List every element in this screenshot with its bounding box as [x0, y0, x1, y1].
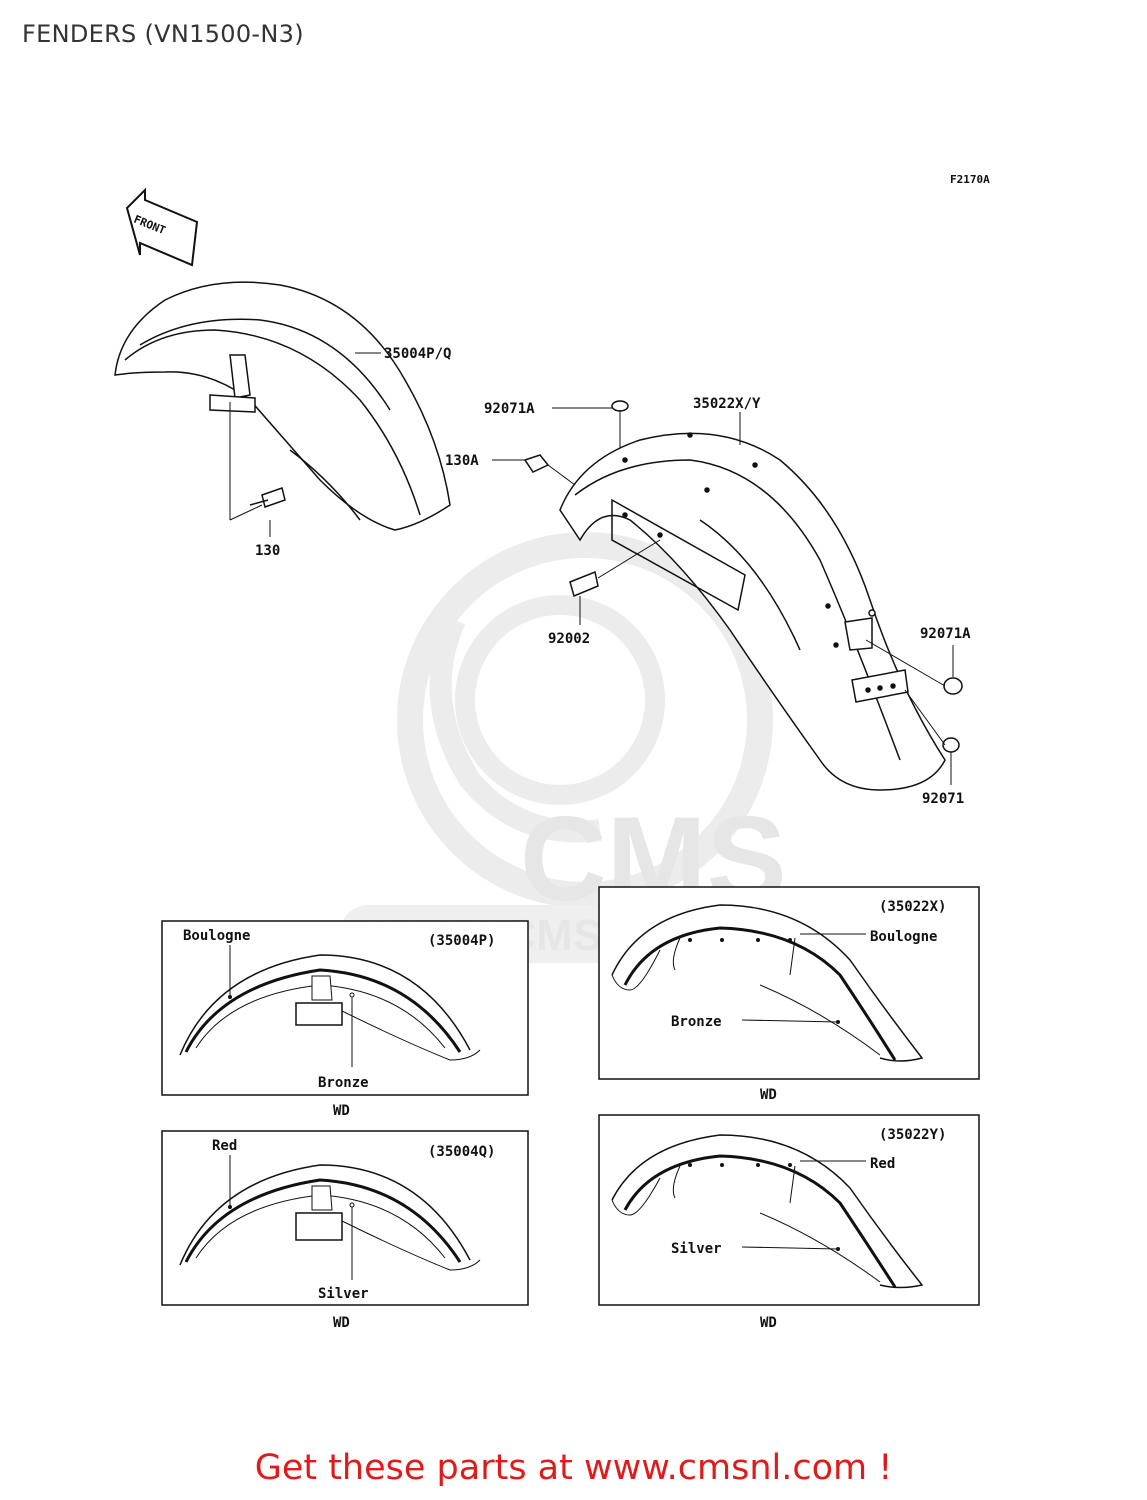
body-color-label: Bronze	[318, 1075, 369, 1091]
color-panel-rear-y: (35022Y) Red Silver WD	[598, 1114, 980, 1331]
panel-code: (35004P)	[428, 933, 495, 949]
rear-fender-drawing	[523, 400, 963, 791]
callout-rear-cap-right: 92071A	[920, 626, 971, 642]
body-color-label: Silver	[671, 1241, 722, 1257]
panel-code: (35022X)	[879, 899, 946, 915]
stripe-color-label: Boulogne	[870, 929, 937, 945]
callout-front-fender: 35004P/Q	[384, 346, 451, 362]
callout-rear-bolt: 130A	[445, 453, 479, 469]
stripe-color-label: Boulogne	[183, 928, 250, 944]
callout-rear-screw: 92002	[548, 631, 590, 647]
page-title: FENDERS (VN1500-N3)	[22, 20, 304, 48]
callout-front-bolt: 130	[255, 543, 280, 559]
callout-rear-cap-bottom: 92071	[922, 791, 964, 807]
stripe-color-label: Red	[870, 1156, 895, 1172]
color-panel-front-q: (35004Q) Red Silver WD	[161, 1130, 529, 1331]
body-color-label: Silver	[318, 1286, 369, 1302]
front-fender-drawing	[114, 281, 451, 531]
callout-rear-fender: 35022X/Y	[693, 396, 761, 412]
panel-caption: WD	[333, 1103, 350, 1119]
figure-code: F2170A	[950, 173, 990, 186]
footer-cta-link[interactable]: Get these parts at www.cmsnl.com !	[254, 1448, 893, 1488]
front-arrow-icon: FRONT	[125, 187, 199, 267]
panel-caption: WD	[760, 1315, 777, 1331]
body-color-label: Bronze	[671, 1014, 722, 1030]
panel-caption: WD	[760, 1087, 777, 1103]
panel-code: (35022Y)	[879, 1127, 946, 1143]
color-panel-front-p: (35004P) Boulogne Bronze WD	[161, 920, 529, 1119]
panel-caption: WD	[333, 1315, 350, 1331]
callout-rear-cap-top: 92071A	[484, 401, 535, 417]
stripe-color-label: Red	[212, 1138, 237, 1154]
color-panel-rear-x: (35022X) Boulogne Bronze WD	[598, 886, 980, 1103]
panel-code: (35004Q)	[428, 1144, 495, 1160]
